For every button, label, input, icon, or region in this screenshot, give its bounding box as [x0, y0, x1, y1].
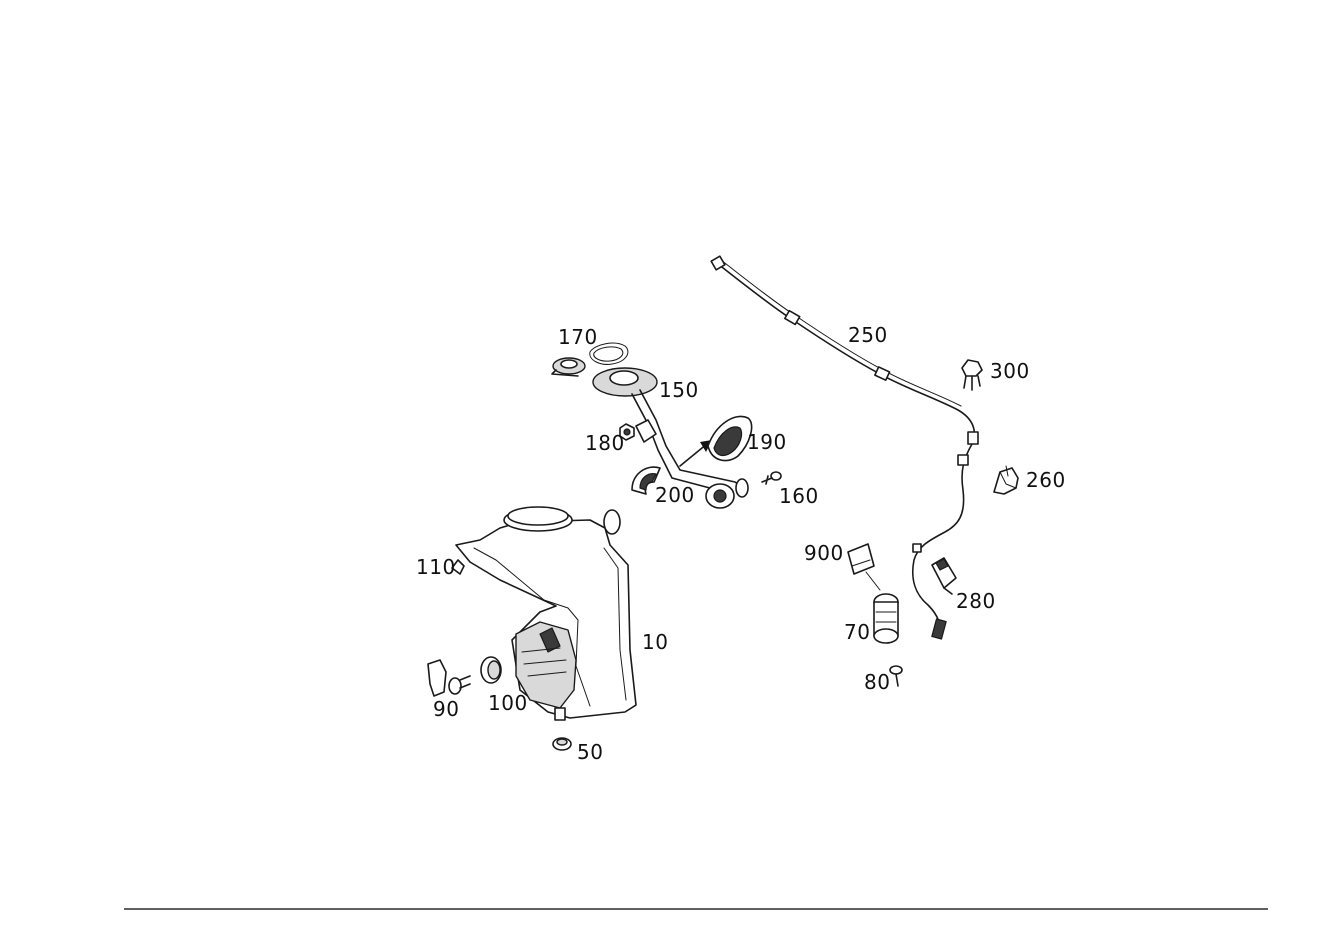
clip-110-part[interactable] — [451, 559, 465, 575]
filler-neck-part[interactable] — [592, 367, 749, 509]
label-160: 160 — [779, 484, 819, 508]
washer-reservoir-part[interactable] — [455, 506, 637, 721]
label-190: 190 — [747, 430, 787, 454]
bracket-260-part[interactable] — [993, 465, 1019, 495]
label-100: 100 — [488, 691, 528, 715]
label-110: 110 — [416, 555, 456, 579]
clip-300-part[interactable] — [961, 359, 983, 391]
label-10: 10 — [642, 630, 668, 654]
grommet-100-part[interactable] — [480, 656, 502, 684]
screw-80-part[interactable] — [889, 665, 903, 687]
sensor-280-part[interactable] — [931, 557, 957, 595]
label-90: 90 — [433, 697, 459, 721]
grommet-200-part[interactable] — [631, 466, 661, 495]
label-80: 80 — [864, 670, 890, 694]
drain-cap-50-part[interactable] — [552, 737, 572, 751]
part-labels: 170 250 300 150 180 190 260 200 160 900 … — [416, 323, 1066, 764]
label-170: 170 — [558, 325, 598, 349]
label-250: 250 — [848, 323, 888, 347]
label-260: 260 — [1026, 468, 1066, 492]
seal-190-part[interactable] — [707, 415, 753, 462]
screw-160-part[interactable] — [761, 471, 782, 485]
label-280: 280 — [956, 589, 996, 613]
label-900: 900 — [804, 541, 844, 565]
label-180: 180 — [585, 431, 625, 455]
label-70: 70 — [844, 620, 870, 644]
label-200: 200 — [655, 483, 695, 507]
nut-180-part[interactable] — [619, 423, 635, 441]
label-300: 300 — [990, 359, 1030, 383]
level-sensor-90-part[interactable] — [427, 659, 471, 697]
washer-pump-70-part[interactable] — [873, 593, 899, 644]
wiring-harness-part[interactable] — [710, 255, 979, 640]
label-150: 150 — [659, 378, 699, 402]
filter-900-part[interactable] — [847, 543, 881, 591]
cap-170-part[interactable] — [551, 342, 629, 377]
label-50: 50 — [577, 740, 603, 764]
